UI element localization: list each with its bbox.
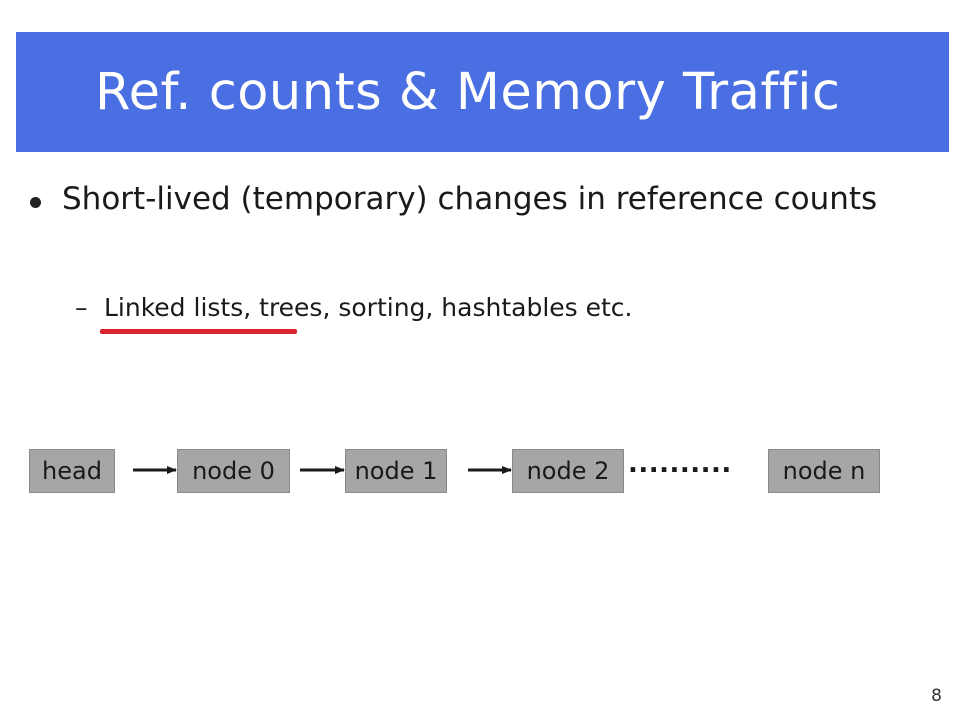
ellipsis-dots: .......... [628,449,732,479]
node-1: node 1 [345,449,447,493]
sub-bullet-text: Linked lists, trees, sorting, hashtables… [104,293,633,322]
title-bar [16,32,949,152]
node-n: node n [768,449,880,493]
slide-title: Ref. counts & Memory Traffic [95,63,841,122]
node-2: node 2 [512,449,624,493]
page-number: 8 [931,686,942,706]
sub-bullet-marker: – [75,293,88,322]
red-underline-annotation [100,329,297,334]
node-0: node 0 [177,449,290,493]
bullet-icon [30,197,41,208]
bullet-text: Short-lived (temporary) changes in refer… [62,181,878,217]
node-head: head [29,449,115,493]
